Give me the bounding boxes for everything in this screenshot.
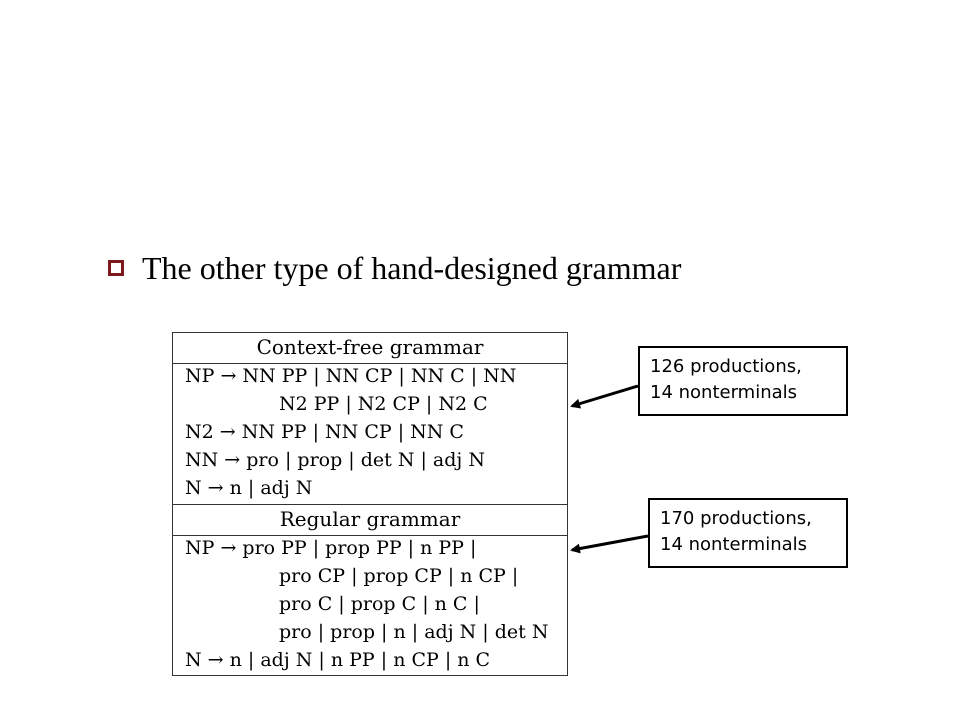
callout-line: 126 productions, (650, 356, 802, 377)
reg-line: NP → pro PP | prop PP | n PP | (185, 537, 477, 559)
reg-line: pro | prop | n | adj N | det N (279, 621, 549, 643)
cfg-line: N → n | adj N (185, 477, 313, 499)
reg-arrow (570, 534, 649, 554)
reg-header: Regular grammar (279, 507, 461, 531)
divider (173, 535, 567, 536)
cfg-line: NP → NN PP | NN CP | NN C | NN (185, 365, 517, 387)
reg-line: N → n | adj N | n PP | n CP | n C (185, 649, 491, 671)
square-bullet-icon (108, 260, 124, 276)
callout-line: 14 nonterminals (660, 534, 808, 555)
cfg-line: NN → pro | prop | det N | adj N (185, 449, 485, 471)
cfg-line: N2 PP | N2 CP | N2 C (279, 393, 488, 415)
cfg-arrow (570, 384, 639, 409)
grammar-table: Context-free grammar NP → NN PP | NN CP … (172, 332, 568, 676)
bullet-item: The other type of hand-designed grammar (108, 250, 681, 286)
cfg-callout: 126 productions, 14 nonterminals (638, 346, 848, 416)
reg-line: pro C | prop C | n C | (279, 593, 480, 615)
cfg-header: Context-free grammar (256, 335, 484, 359)
reg-callout: 170 productions, 14 nonterminals (648, 498, 848, 568)
reg-line: pro CP | prop CP | n CP | (279, 565, 519, 587)
bullet-text: The other type of hand-designed grammar (142, 250, 682, 286)
callout-line: 170 productions, (660, 508, 812, 529)
divider (173, 363, 567, 364)
divider (173, 504, 567, 505)
callout-line: 14 nonterminals (650, 382, 798, 403)
cfg-line: N2 → NN PP | NN CP | NN C (185, 421, 464, 443)
